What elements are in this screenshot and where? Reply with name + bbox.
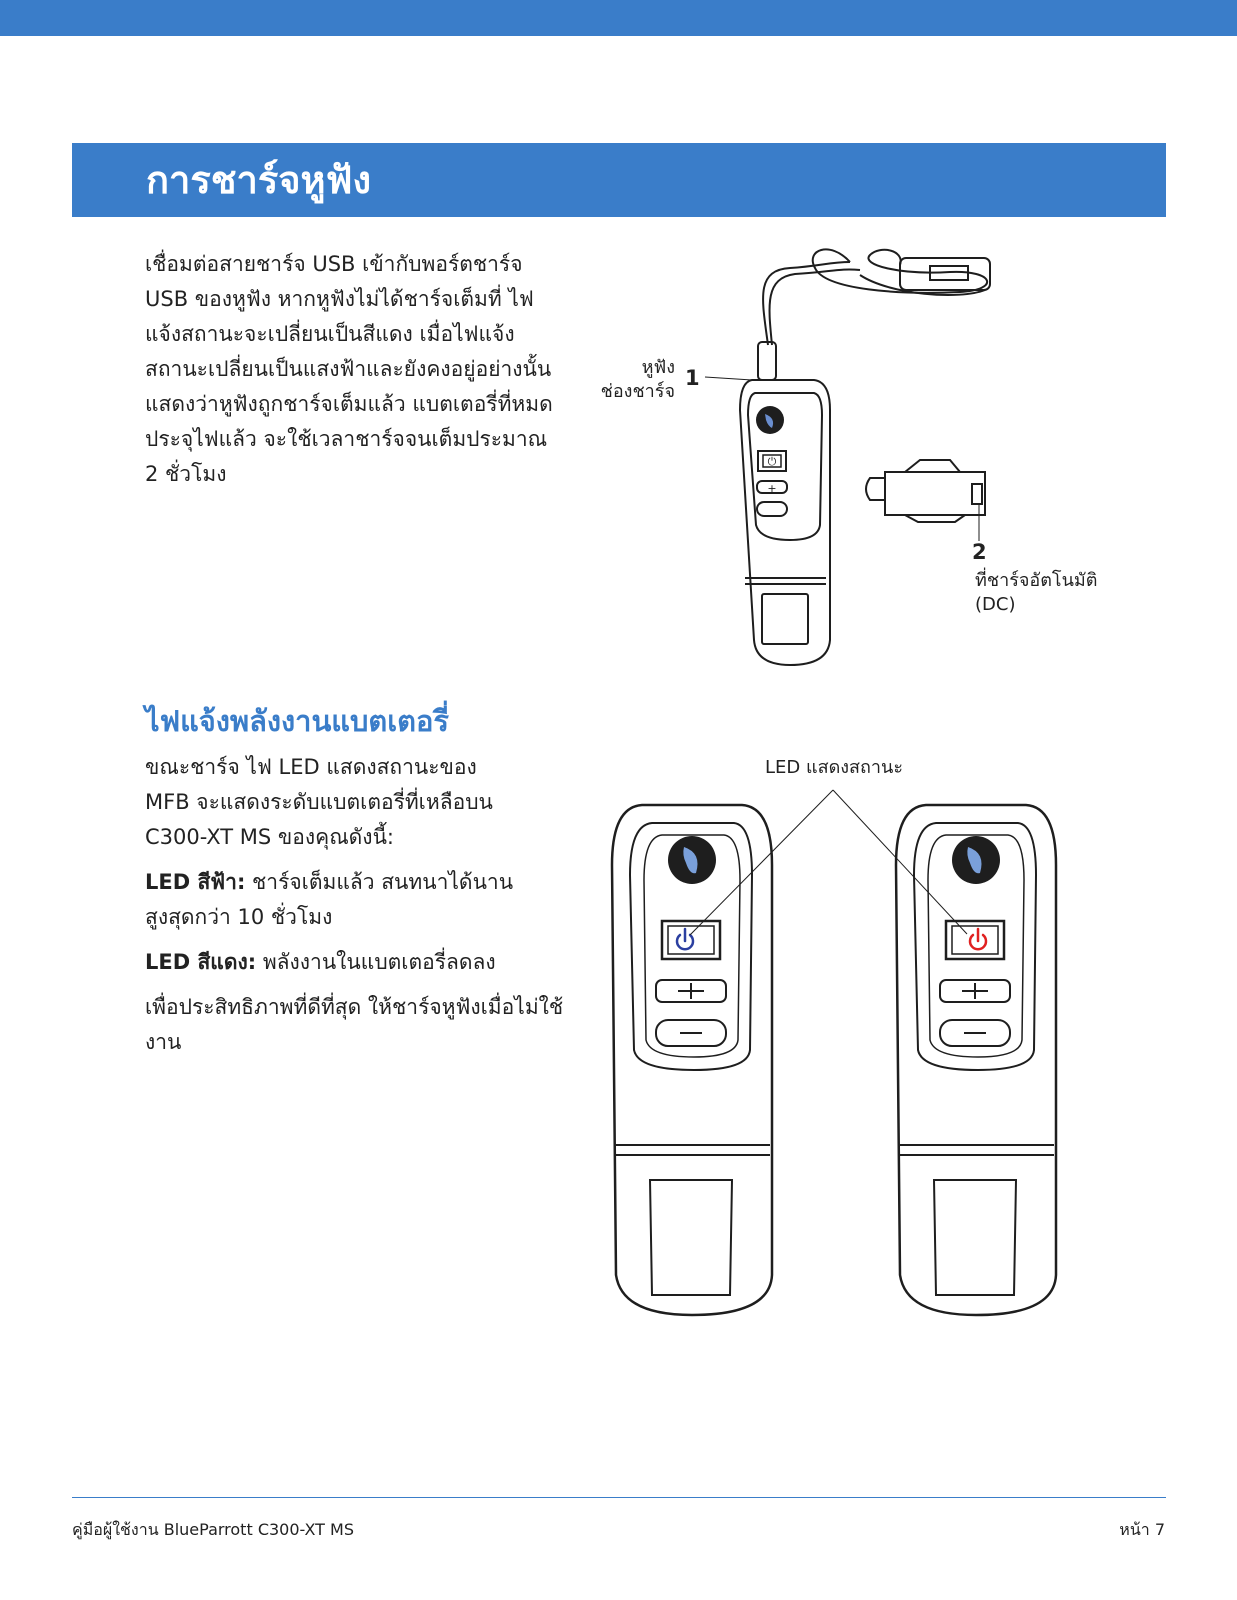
red-led-label: LED สีแดง:: [145, 950, 257, 974]
top-accent-bar: [0, 0, 1237, 36]
charging-tip: เพื่อประสิทธิภาพที่ดีที่สุด ให้ชาร์จหูฟั…: [145, 995, 564, 1054]
red-led-text: พลังงานในแบตเตอรี่ลดลง: [262, 950, 496, 974]
callout-number-2: 2: [972, 540, 987, 564]
page-title: การชาร์จหูฟัง: [72, 143, 1166, 217]
blue-led-description: LED สีฟ้า: ชาร์จเต็มแล้ว สนทนาได้นานสูงส…: [145, 865, 525, 935]
charging-instructions: เชื่อมต่อสายชาร์จ USB เข้ากับพอร์ตชาร์จ …: [145, 252, 553, 486]
section-heading-battery: ไฟแจ้งพลังงานแบตเตอรี่: [145, 704, 449, 738]
footer-document-title: คู่มือผู้ใช้งาน BlueParrott C300-XT MS: [72, 1520, 354, 1539]
blue-led-label: LED สีฟ้า:: [145, 870, 246, 894]
battery-intro: ขณะชาร์จ ไฟ LED แสดงสถานะของ MFB จะแสดงร…: [145, 755, 493, 849]
headset-port-label: หูฟัง ช่องชาร์จ: [600, 357, 675, 402]
callout-number-1: 1: [685, 366, 700, 390]
svg-text:⏻: ⏻: [768, 455, 777, 468]
led-status-label: LED แสดงสถานะ: [765, 757, 904, 778]
dc-charger-label: ที่ชาร์จอัตโนมัติ (DC): [975, 570, 1098, 615]
svg-text:+: +: [767, 482, 776, 495]
footer-divider: [72, 1497, 1166, 1498]
page-number: หน้า 7: [1119, 1520, 1165, 1539]
blue-led-text: ชาร์จเต็มแล้ว สนทนาได้นานสูงสุดกว่า 10 ช…: [145, 870, 514, 929]
red-led-description: LED สีแดง: พลังงานในแบตเตอรี่ลดลง: [145, 945, 545, 980]
